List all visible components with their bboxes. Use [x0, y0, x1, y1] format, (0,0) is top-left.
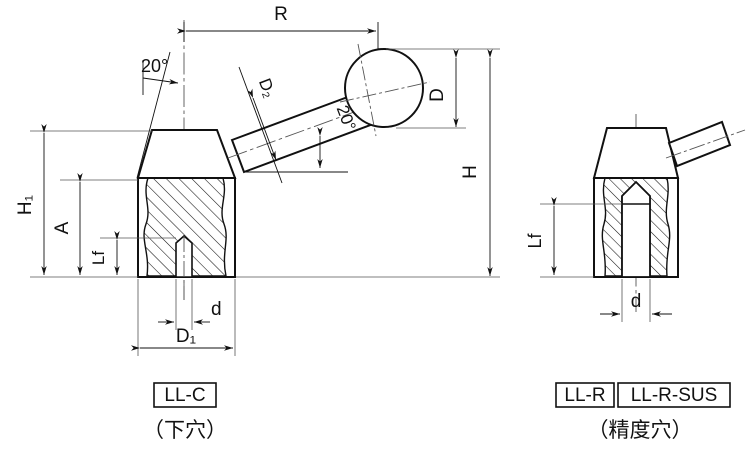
- dimension-label-H: H: [460, 165, 481, 179]
- dimension-d-left: d: [158, 279, 222, 330]
- angle-label-taper: 20°: [141, 56, 168, 76]
- dimension-Lf-right: Lf: [525, 197, 622, 278]
- dimension-H: H: [236, 49, 500, 278]
- label-ll-r: LL-R: [564, 385, 605, 406]
- label-ll-c: LL-C: [164, 385, 205, 406]
- dimension-d-right: d: [600, 279, 672, 322]
- label-box-ll-r: LL-R: [555, 382, 615, 408]
- dimension-Lf-left: Lf: [89, 231, 176, 275]
- dimension-label-R: R: [274, 4, 288, 25]
- dimension-A: A: [52, 173, 138, 275]
- dimension-label-Lf-left: Lf: [89, 251, 108, 265]
- dimension-label-Lf-right: Lf: [525, 232, 545, 248]
- caption-left: （下穴）: [143, 419, 227, 442]
- dimension-label-d-left: d: [211, 299, 222, 320]
- caption-right: （精度穴）: [588, 419, 693, 442]
- dimension-label-d-right: d: [631, 291, 642, 312]
- right-arm-stub: [665, 120, 746, 168]
- label-ll-r-sus: LL-R-SUS: [631, 385, 718, 406]
- dimension-label-D: D: [427, 88, 448, 102]
- label-box-ll-r-sus: LL-R-SUS: [617, 382, 731, 408]
- dimension-R: R: [177, 4, 379, 60]
- dimension-D1: D₁: [131, 279, 236, 356]
- dimension-H1: H₁: [15, 124, 152, 278]
- ball-head: [339, 43, 431, 137]
- left-section-hatch: [143, 177, 227, 277]
- label-box-ll-c: LL-C: [153, 382, 217, 408]
- dimension-label-D2: D₂: [255, 76, 280, 100]
- left-pilot-hole: [175, 234, 193, 300]
- dimension-label-D1: D₁: [176, 326, 196, 347]
- right-precision-bore: [621, 180, 651, 278]
- dimension-D: D: [386, 48, 500, 129]
- dimension-label-H1: H₁: [15, 195, 36, 215]
- angle-taper-20: 20°: [136, 51, 179, 179]
- dimension-label-A: A: [52, 221, 73, 234]
